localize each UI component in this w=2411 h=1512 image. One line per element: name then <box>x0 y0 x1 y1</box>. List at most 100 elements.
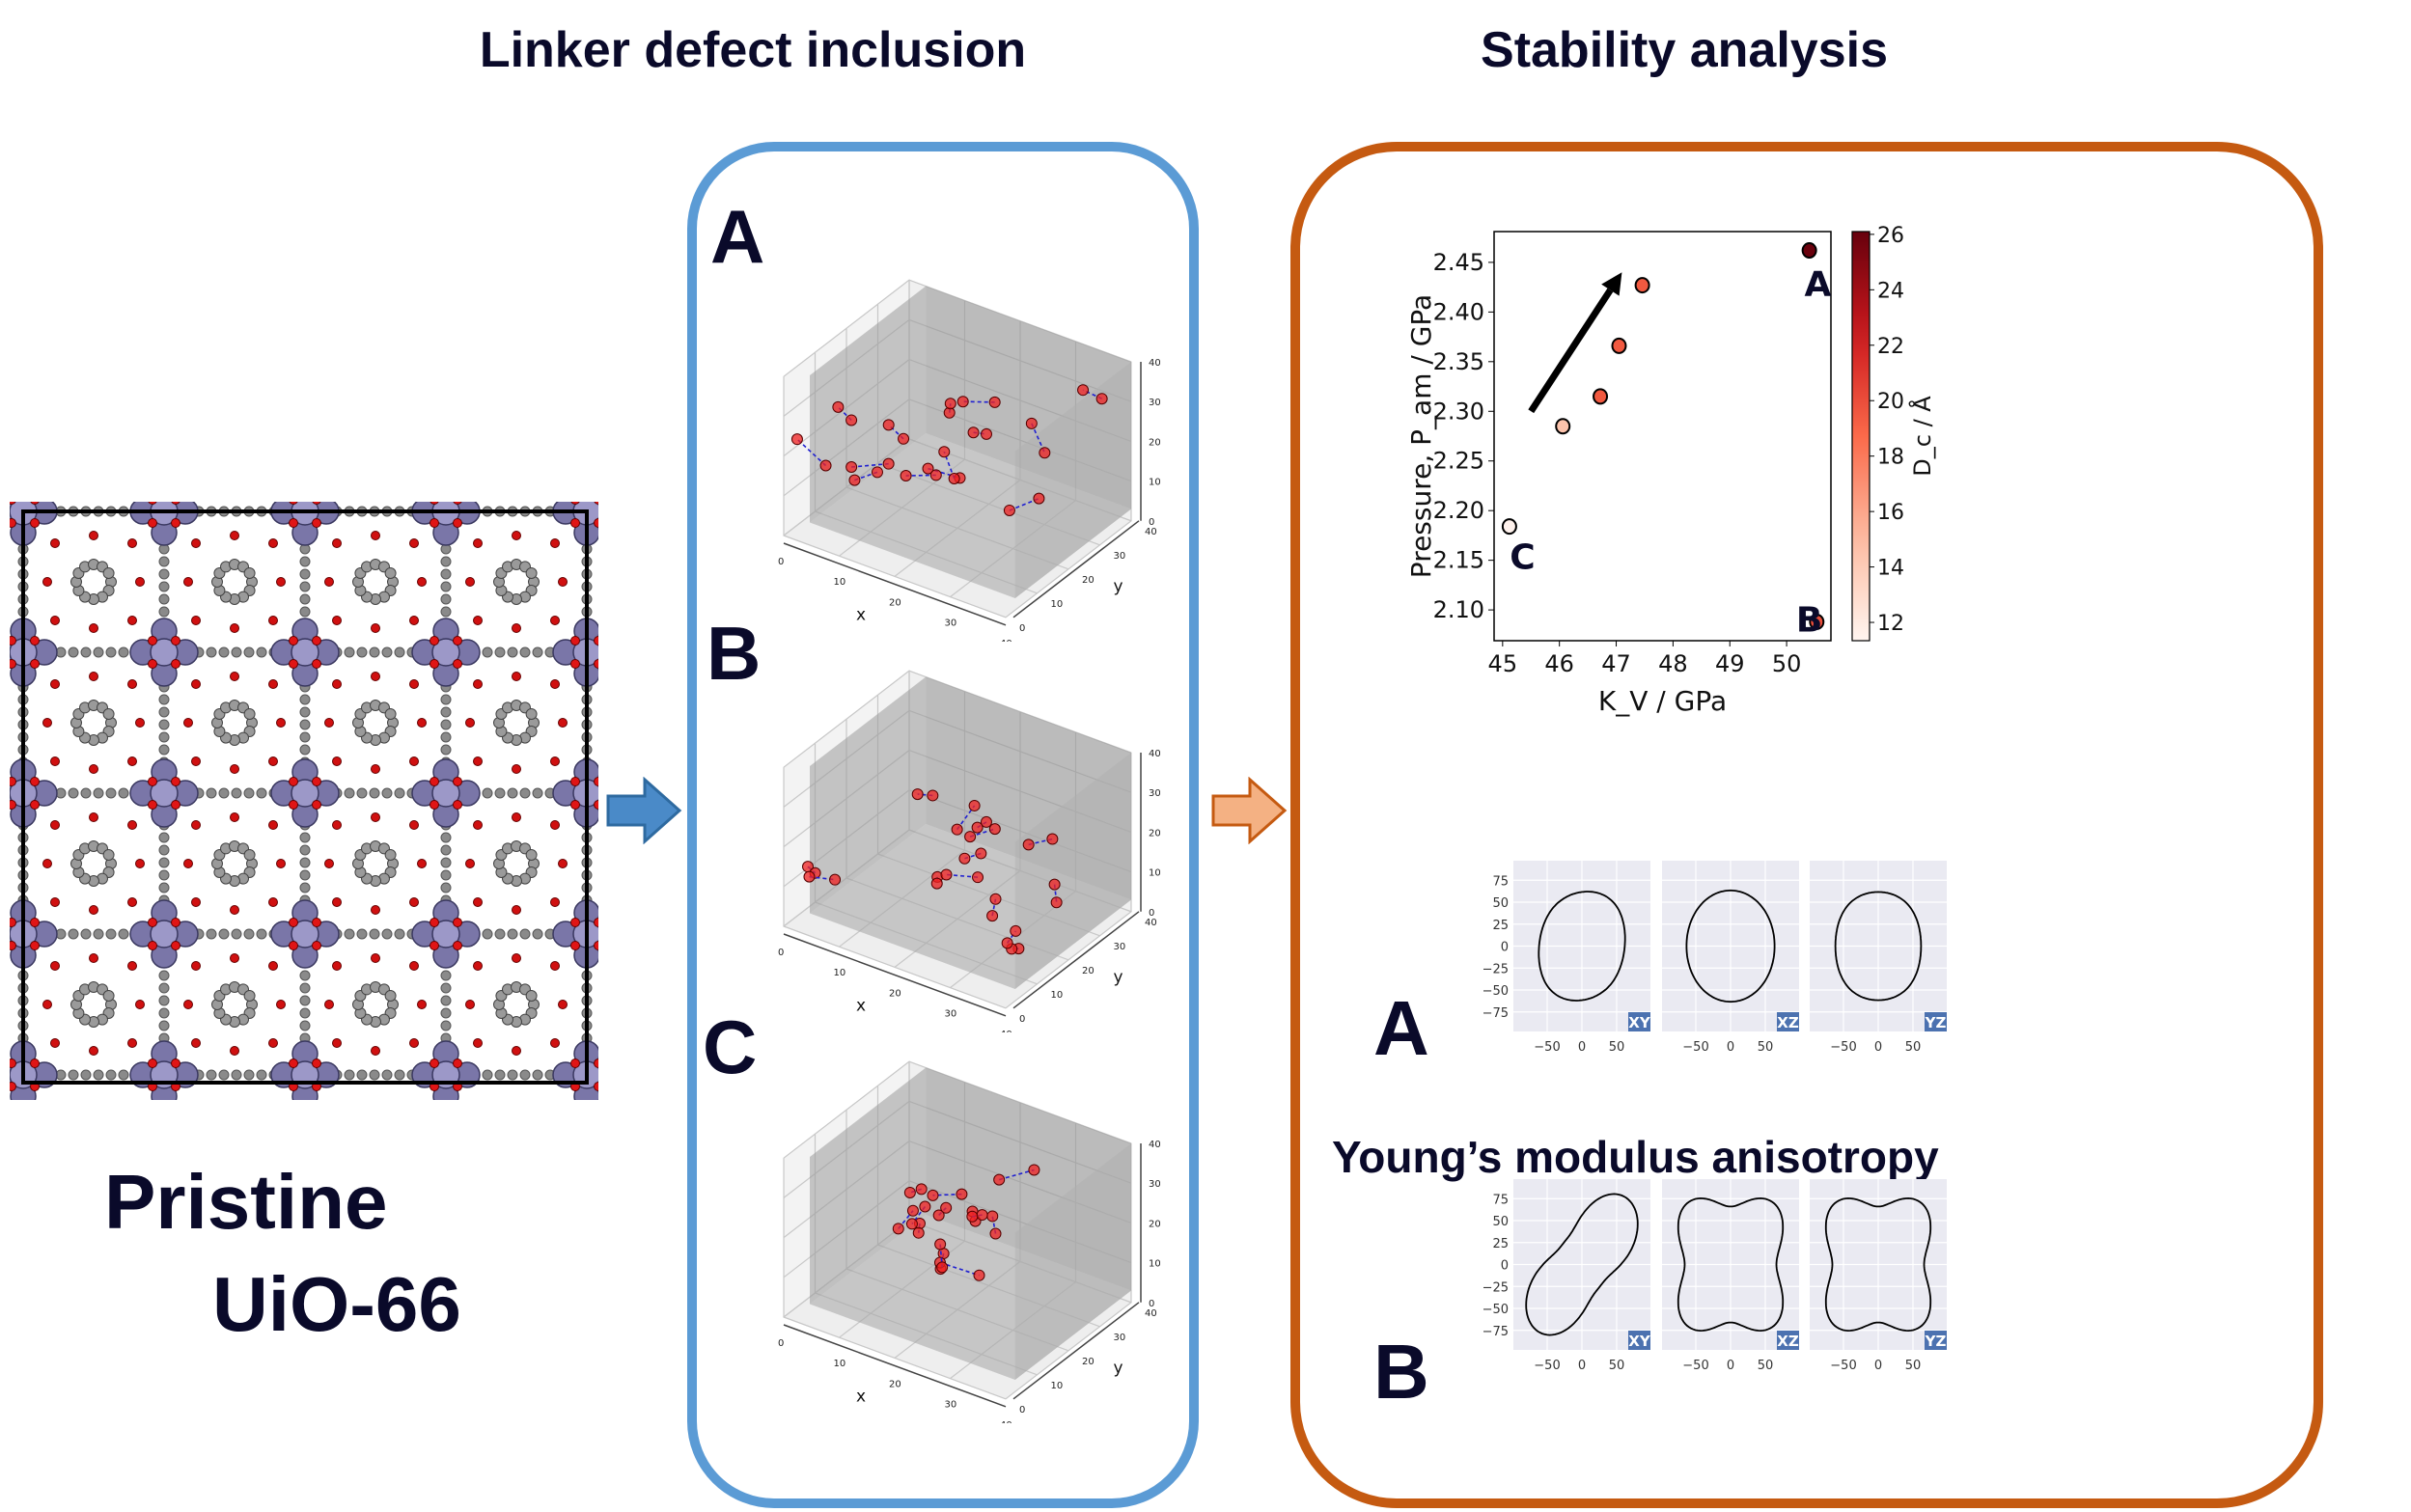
x-tick-label: −50 <box>1682 1040 1708 1055</box>
y-axis-label: y <box>1114 577 1123 596</box>
oxygen-atom <box>465 859 475 868</box>
oxygen-atom <box>473 961 483 971</box>
carbon-atom <box>158 719 170 730</box>
linker-bond <box>1031 423 1046 454</box>
defect-site <box>938 446 951 458</box>
oxygen-atom <box>465 577 475 587</box>
x-tick-label: 50 <box>1609 1359 1625 1373</box>
carbon-atom <box>299 982 311 994</box>
oxygen-atom <box>127 1038 137 1048</box>
oxygen-atom <box>50 820 60 830</box>
y-tick-label: 10 <box>1051 1381 1064 1391</box>
oxygen-atom <box>430 518 439 528</box>
defect-site <box>1048 878 1061 891</box>
y-axis-label: y <box>1114 968 1123 987</box>
oxygen-atom <box>473 820 483 830</box>
zirconium-atom <box>291 638 319 667</box>
carbon-atom <box>158 731 170 743</box>
oxygen-atom <box>268 616 278 625</box>
defect-site <box>940 1201 953 1214</box>
carbon-atom <box>440 844 452 856</box>
oxygen-atom <box>135 577 145 587</box>
oxygen-atom <box>453 502 462 505</box>
oxygen-atom <box>50 961 60 971</box>
carbon-atom <box>158 581 170 592</box>
defect-site <box>966 1210 979 1223</box>
carbon-atom <box>356 787 368 799</box>
defect-site <box>882 419 895 431</box>
x-tick-label: 10 <box>834 577 846 588</box>
plane-badge-label: YZ <box>1925 1014 1947 1031</box>
x-tick-label: 50 <box>1905 1359 1922 1373</box>
data-point <box>1611 337 1627 354</box>
carbon-atom <box>519 1069 531 1081</box>
unit-cell-border <box>21 509 589 1085</box>
oxygen-atom <box>191 820 201 830</box>
defect-site <box>898 432 910 445</box>
cube-face <box>810 1067 927 1305</box>
ring-atom <box>102 849 115 861</box>
oxygen-atom <box>10 502 16 505</box>
defect-site <box>988 396 1001 408</box>
data-point <box>1801 242 1817 260</box>
x-tick-label: −50 <box>1830 1040 1856 1055</box>
defect-site <box>1039 447 1051 459</box>
z-tick-label: 20 <box>1149 437 1160 448</box>
carbon-atom <box>369 787 380 799</box>
oxygen-atom <box>171 800 180 810</box>
youngs-modulus-curve <box>1538 891 1626 1002</box>
oxygen-atom <box>171 502 180 505</box>
x-tick-label: 30 <box>945 1400 957 1411</box>
oxygen-atom <box>594 777 598 786</box>
oxygen-atom <box>594 518 598 528</box>
carbon-atom <box>158 593 170 605</box>
defect-site <box>971 821 984 834</box>
grid-line <box>783 1060 1132 1159</box>
x-tick-label: 40 <box>1000 1420 1012 1423</box>
defect-site <box>973 1269 985 1281</box>
plane-badge-label: XY <box>1628 1333 1651 1350</box>
carbon-atom <box>440 857 452 868</box>
ring-atom <box>243 990 256 1002</box>
carbon-atom <box>440 1007 452 1019</box>
z-tick-label: 30 <box>1149 398 1160 408</box>
carbon-atom <box>243 1069 255 1081</box>
oxygen-atom <box>512 672 521 681</box>
carbon-atom <box>299 844 311 856</box>
carbon-atom <box>440 1020 452 1031</box>
defect-site <box>930 877 943 890</box>
defect-site <box>976 1209 988 1222</box>
ring-atom <box>384 567 397 579</box>
y-tick-label: 0 <box>1501 1259 1509 1274</box>
carbon-atom <box>507 787 518 799</box>
defect-site <box>900 470 912 482</box>
plane-badge <box>1925 1331 1947 1350</box>
point-annotation: A <box>1805 264 1832 304</box>
z-tick-label: 10 <box>1149 868 1160 879</box>
y-tick-label: 20 <box>1082 575 1095 586</box>
oxygen-atom <box>10 518 16 528</box>
carbon-atom <box>519 928 531 940</box>
oxygen-atom <box>324 577 334 587</box>
z-tick-label: 20 <box>1149 828 1160 838</box>
zirconium-atom <box>431 779 460 808</box>
y-tick-label: −75 <box>1483 1325 1509 1339</box>
oxygen-atom <box>324 1000 334 1009</box>
oxygen-atom <box>430 941 439 950</box>
oxygen-atom <box>42 718 52 728</box>
oxygen-atom <box>30 659 40 669</box>
oxygen-atom <box>191 538 201 548</box>
data-point <box>1634 277 1650 294</box>
carbon-atom <box>299 869 311 881</box>
z-tick-label: 0 <box>1149 1299 1154 1309</box>
oxygen-atom <box>332 679 342 689</box>
defect-site <box>832 400 845 413</box>
defect-site <box>882 457 895 470</box>
linker-bond <box>1009 497 1039 511</box>
defect-site <box>964 831 977 843</box>
